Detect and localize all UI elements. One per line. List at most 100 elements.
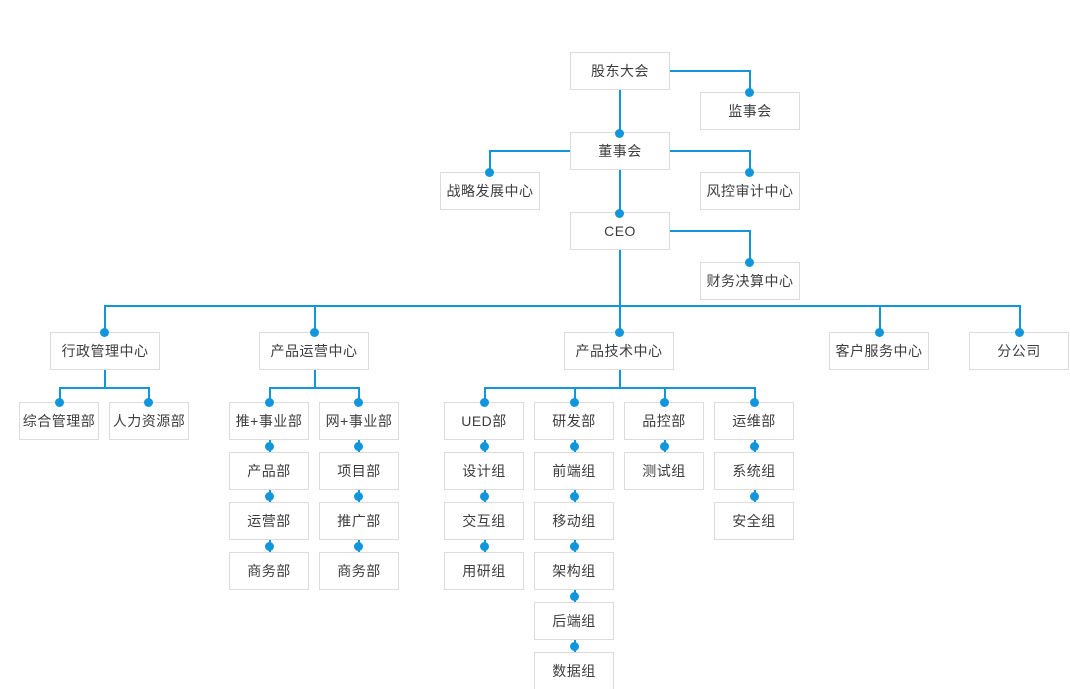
connector-bus-drop-customer-service [879, 305, 881, 332]
connector-dot-risk [745, 168, 754, 177]
node-product-tech-center[interactable]: 产品技术中心 [564, 332, 674, 370]
node-finance-settlement-center[interactable]: 财务决算中心 [700, 262, 800, 300]
node-security-group[interactable]: 安全组 [714, 502, 794, 540]
node-system-group[interactable]: 系统组 [714, 452, 794, 490]
connector-tech-to-ued [484, 387, 486, 402]
connector-dot-project-dept [354, 442, 363, 451]
connector-shareholders-to-board [619, 90, 621, 133]
connector-dot-product-dept [265, 442, 274, 451]
node-qa-dept[interactable]: 品控部 [624, 402, 704, 440]
connector-ops-to-tui [269, 387, 271, 402]
connector-bus-drop-product-tech [619, 305, 621, 332]
connector-dot-ceo [615, 209, 624, 218]
connector-product-ops-stem [314, 370, 316, 389]
node-product-dept[interactable]: 产品部 [229, 452, 309, 490]
node-user-research-group[interactable]: 用研组 [444, 552, 524, 590]
connector-admin-bus [59, 387, 150, 389]
connector-bus-drop-admin [104, 305, 106, 332]
node-general-management-dept[interactable]: 综合管理部 [19, 402, 99, 440]
connector-dot-admin-center [100, 328, 109, 337]
node-shareholders-meeting[interactable]: 股东大会 [570, 52, 670, 90]
node-business-dept-a[interactable]: 商务部 [229, 552, 309, 590]
node-test-group[interactable]: 测试组 [624, 452, 704, 490]
node-risk-audit-center[interactable]: 风控审计中心 [700, 172, 800, 210]
node-mobile-group[interactable]: 移动组 [534, 502, 614, 540]
connector-ceo-to-finance-v [749, 230, 751, 262]
node-frontend-group[interactable]: 前端组 [534, 452, 614, 490]
connector-dot-ops [750, 398, 759, 407]
node-project-dept[interactable]: 项目部 [319, 452, 399, 490]
connector-dot-business-dept-a [265, 542, 274, 551]
connector-admin-stem [104, 370, 106, 389]
node-customer-service-center[interactable]: 客户服务中心 [829, 332, 929, 370]
connector-dot-qa [660, 398, 669, 407]
node-interaction-group[interactable]: 交互组 [444, 502, 524, 540]
node-wang-business-unit[interactable]: 网+事业部 [319, 402, 399, 440]
connector-dot-customer-service [875, 328, 884, 337]
node-promotion-dept[interactable]: 推广部 [319, 502, 399, 540]
connector-dot-system-group [750, 442, 759, 451]
connector-board-to-risk-v [749, 150, 751, 172]
node-ops-dept[interactable]: 运维部 [714, 402, 794, 440]
connector-dot-supervisory [745, 88, 754, 97]
connector-dot-wang [354, 398, 363, 407]
connector-board-to-ceo [619, 170, 621, 213]
node-architecture-group[interactable]: 架构组 [534, 552, 614, 590]
connector-dot-user-research-group [480, 542, 489, 551]
node-supervisory-board[interactable]: 监事会 [700, 92, 800, 130]
node-board-of-directors[interactable]: 董事会 [570, 132, 670, 170]
node-product-operation-center[interactable]: 产品运营中心 [259, 332, 369, 370]
node-data-group[interactable]: 数据组 [534, 652, 614, 689]
connector-dot-product-ops-center [310, 328, 319, 337]
connector-dot-security-group [750, 492, 759, 501]
connector-dot-operation-dept [265, 492, 274, 501]
connector-board-to-risk-h [669, 150, 751, 152]
node-ued-dept[interactable]: UED部 [444, 402, 524, 440]
connector-dot-interaction-group [480, 492, 489, 501]
connector-dot-ued [480, 398, 489, 407]
connector-tech-to-rd [574, 387, 576, 402]
connector-bus-drop-branch [1019, 305, 1021, 332]
connector-dot-promotion-dept [354, 492, 363, 501]
connector-dot-rd [570, 398, 579, 407]
node-branch-company[interactable]: 分公司 [969, 332, 1069, 370]
node-tui-business-unit[interactable]: 推+事业部 [229, 402, 309, 440]
connector-dot-test-group [660, 442, 669, 451]
node-admin-management-center[interactable]: 行政管理中心 [50, 332, 160, 370]
connector-dot-design-group [480, 442, 489, 451]
connector-dot-general-management [55, 398, 64, 407]
node-human-resources-dept[interactable]: 人力资源部 [109, 402, 189, 440]
connector-shareholders-to-supervisory-h [670, 70, 751, 72]
connector-dot-board [615, 129, 624, 138]
connector-dot-strategy [485, 168, 494, 177]
connector-dot-data-group [570, 642, 579, 651]
connector-tech-to-qa [664, 387, 666, 402]
connector-dot-tui [265, 398, 274, 407]
connector-tech-to-ops [754, 387, 756, 402]
connector-bus-drop-product-ops [314, 305, 316, 332]
connector-dot-branch [1015, 328, 1024, 337]
node-business-dept-b[interactable]: 商务部 [319, 552, 399, 590]
connector-admin-to-general [59, 387, 61, 402]
connector-ceo-to-finance-h [669, 230, 751, 232]
connector-dot-backend-group [570, 592, 579, 601]
connector-product-tech-stem [619, 370, 621, 389]
connector-product-tech-bus [484, 387, 755, 389]
node-backend-group[interactable]: 后端组 [534, 602, 614, 640]
node-strategy-development-center[interactable]: 战略发展中心 [440, 172, 540, 210]
connector-dot-frontend-group [570, 442, 579, 451]
connector-dot-finance [745, 258, 754, 267]
connector-dot-hr [144, 398, 153, 407]
connector-product-ops-bus [269, 387, 360, 389]
connector-dot-business-dept-b [354, 542, 363, 551]
connector-ops-to-wang [358, 387, 360, 402]
node-operation-dept[interactable]: 运营部 [229, 502, 309, 540]
connector-main-bus [104, 305, 1021, 307]
connector-dot-product-tech-center [615, 328, 624, 337]
node-rd-dept[interactable]: 研发部 [534, 402, 614, 440]
connector-board-to-strategy-v [489, 150, 491, 172]
connector-admin-to-hr [148, 387, 150, 402]
node-design-group[interactable]: 设计组 [444, 452, 524, 490]
connector-shareholders-to-supervisory-v [749, 70, 751, 92]
